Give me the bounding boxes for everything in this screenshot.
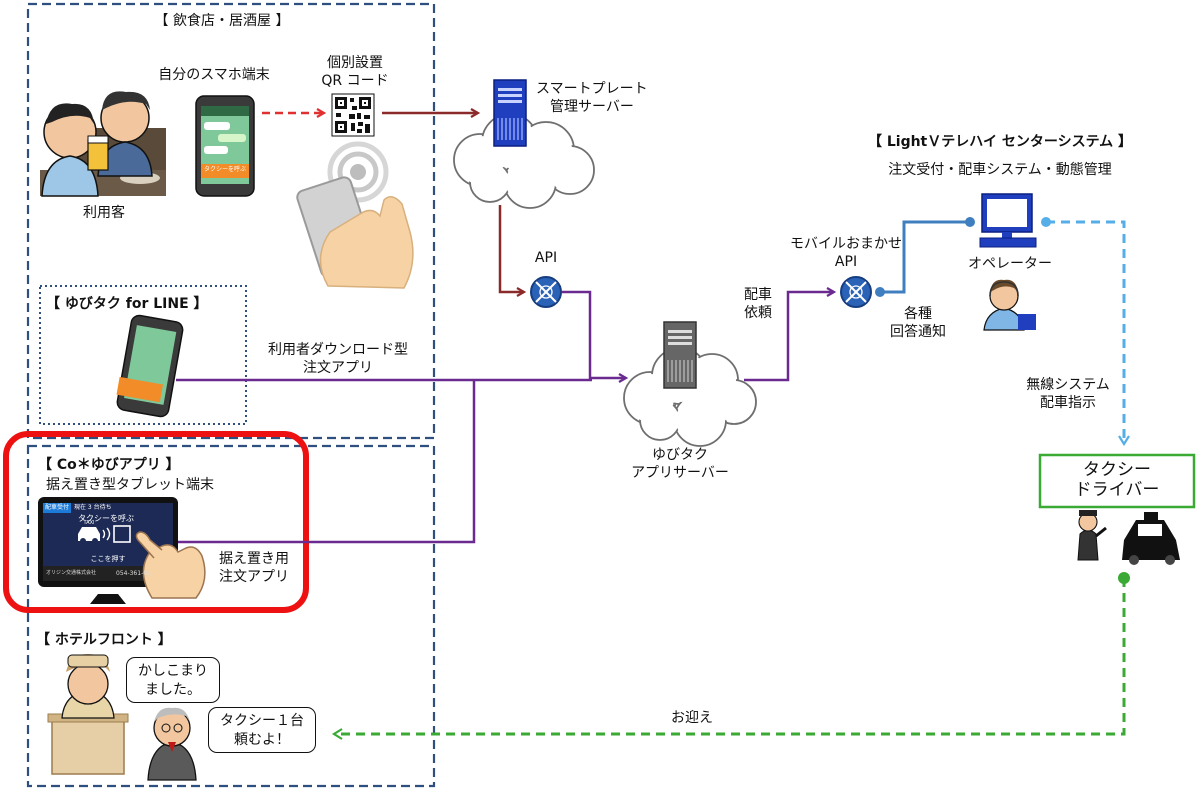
tablet-press-here: ここを押す	[90, 555, 126, 563]
download-app-label-line2: 注文アプリ	[303, 360, 373, 376]
yubitaku-server-label-line1: ゆびタク	[652, 447, 708, 463]
hotel-heading: 【 ホテルフロント 】	[36, 632, 172, 648]
staff-speech-line2: ました。	[145, 682, 201, 698]
yubitaku-to-mobile-api-arrow	[744, 292, 834, 382]
tablet-type-label: 据え置き型タブレット端末	[46, 477, 214, 493]
qr-code	[331, 93, 375, 137]
tablet-phone: 054-361-02	[116, 570, 151, 577]
api-label: API	[534, 250, 558, 266]
customer-label: 利用客	[83, 205, 125, 221]
fixed-app-label-line2: 注文アプリ	[219, 569, 289, 585]
dispatch-request-label-line2: 依頼	[744, 305, 772, 321]
own-smartphone	[195, 95, 255, 197]
hotel-frame	[26, 444, 436, 788]
taxi-car	[1122, 512, 1180, 565]
api-node	[530, 276, 562, 308]
qr-label-line2: QR コード	[321, 73, 389, 89]
restaurant-heading: 【 飲食店・居酒屋 】	[154, 13, 290, 29]
smartplate-label-line1: スマートプレート	[536, 81, 648, 97]
mobile-api-label-line2: API	[834, 254, 858, 270]
api-to-yubitaku-arrow	[562, 290, 626, 378]
tablet-call-taxi: タクシーを呼ぶ	[78, 514, 134, 523]
hotel-guest-illustration	[147, 707, 197, 781]
smartplate-label-line2: 管理サーバー	[550, 99, 634, 115]
notify-label-line1: 各種	[904, 306, 932, 322]
line-heading: 【 ゆびタク for LINE 】	[46, 296, 208, 312]
pickup-arrow	[331, 578, 1126, 740]
radio-system-label-line1: 無線システム	[1026, 377, 1110, 393]
co-app-heading: 【 Co＊ゆびアプリ 】	[38, 457, 180, 473]
co-app-highlight	[3, 431, 309, 613]
operator-pc	[979, 193, 1037, 248]
radio-system-label-line2: 配車指示	[1040, 395, 1096, 411]
taxi-driver-label-line1: タクシー	[1083, 460, 1151, 480]
driver-person	[1077, 510, 1107, 561]
mobile-api-label-line1: モバイルおまかせ	[790, 236, 902, 252]
tap-hand-illustration	[296, 141, 414, 289]
operator-person	[983, 279, 1036, 331]
taxi-driver-label-line2: ドライバー	[1074, 480, 1160, 500]
tablet-header-badge: 配車受付	[45, 504, 70, 511]
fixed-app-label-line1: 据え置き用	[219, 551, 289, 567]
hotel-staff-illustration	[47, 654, 129, 775]
guest-speech-bubble: タクシー１台 頼むよ！	[208, 707, 316, 753]
customers-illustration	[40, 91, 166, 197]
smartplate-to-api-arrow	[498, 205, 524, 292]
dispatch-request-label-line1: 配車	[744, 287, 772, 303]
staff-speech-bubble: かしこまり ました。	[126, 657, 220, 703]
fixed-tablet	[38, 497, 206, 604]
pickup-label: お迎え	[671, 710, 713, 726]
tablet-app-line	[178, 380, 476, 544]
guest-speech-line2: 頼むよ！	[234, 732, 290, 748]
restaurant-frame	[26, 2, 436, 440]
center-system-subtitle: 注文受付・配車システム・動態管理	[888, 162, 1112, 178]
mobile-api-to-operator-line	[878, 220, 972, 294]
tablet-header-count: 現在 3 台待ち	[74, 504, 112, 511]
notify-label-line2: 回答通知	[890, 324, 946, 340]
staff-speech-line1: かしこまり	[138, 663, 208, 679]
smartplate-server	[493, 79, 527, 147]
mobile-api-node	[840, 276, 872, 308]
taxi-driver-box	[1038, 453, 1196, 509]
tablet-taxi-small: TAXI	[83, 520, 95, 526]
line-frame	[39, 285, 247, 425]
radio-dispatch-arrow	[1046, 220, 1130, 447]
phone-call-button: タクシーを呼ぶ	[203, 166, 247, 173]
center-system-heading: 【 LightＶテレハイ センターシステム 】	[867, 134, 1133, 150]
download-app-label-line1: 利用者ダウンロード型	[268, 342, 408, 358]
yubitaku-server	[663, 321, 697, 389]
guest-speech-line1: タクシー１台	[220, 713, 304, 729]
yubitaku-server-label-line2: アプリサーバー	[631, 465, 729, 481]
tablet-company: オリジン交通株式会社	[46, 570, 97, 576]
line-phone	[116, 314, 184, 418]
own-phone-label: 自分のスマホ端末	[158, 67, 270, 83]
qr-label-line1: 個別設置	[327, 55, 383, 71]
operator-label: オペレーター	[968, 256, 1052, 272]
